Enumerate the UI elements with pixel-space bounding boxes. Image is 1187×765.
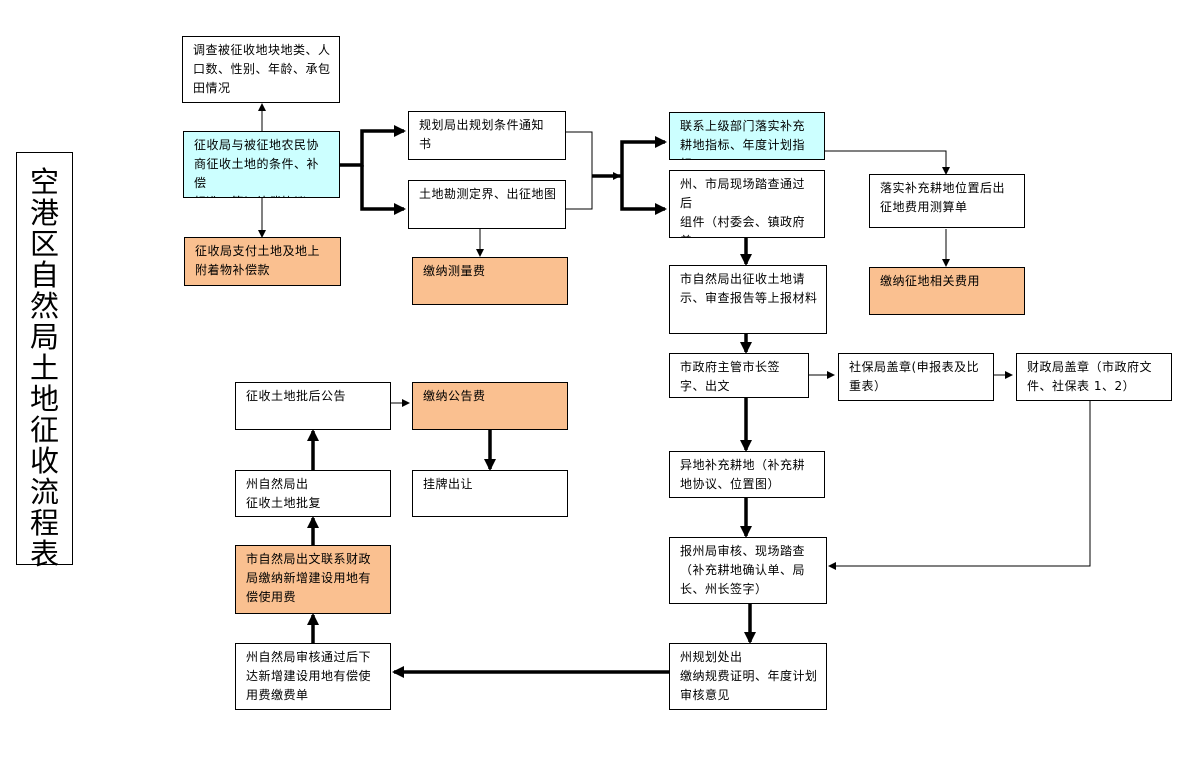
edge-n7-n9 [825,150,950,175]
node-prefecture-review: 报州局审核、现场踏查 （补充耕地确认单、局 长、州长签字） [669,537,827,604]
node-pay-compensation: 征收局支付土地及地上 附着物补偿款 [184,237,341,286]
node-survey-land: 调查被征收地块地类、人 口数、性别、年龄、承包 田情况 [182,36,340,103]
chart-title: 空港区自然局土地征收流程表 [29,165,59,571]
title-box: 空港区自然局土地征收流程表 [16,152,73,570]
node-listing-transfer: 挂牌出让 [412,470,568,517]
node-fee-notice: 州自然局审核通过后下 达新增建设用地有偿使 用费缴费单 [235,643,391,710]
edge-n5-n7b [566,176,593,210]
node-post-approval-notice: 征收土地批后公告 [235,382,391,430]
edge-n14-n16 [828,401,1091,570]
node-negotiate-agreement: 征收局与被征地农民协 商征收土地的条件、补偿 标准、签订补偿协议 [183,131,340,198]
node-approval-reply: 州自然局出 征收土地批复 [235,470,391,517]
node-notice-fee: 缴纳公告费 [412,382,568,430]
node-survey-map: 土地勘测定界、出征地图 [408,180,566,229]
node-finance-seal: 财政局盖章（市政府文 件、社保表 1、2） [1016,353,1172,401]
edge-n2-n5 [360,165,406,215]
edge-n4n5-n7 [620,136,667,176]
node-planning-notice: 规划局出规划条件通知 书 [408,111,566,160]
node-contact-superior: 联系上级部门落实补充 耕地指标、年度计划指标 [669,112,825,160]
edge-n4-n7 [566,131,621,180]
edge-n2-n4 [340,125,406,167]
node-submit-report: 市自然局出征收土地请 示、审查报告等上报材料 [669,265,827,334]
node-social-security-seal: 社保局盖章(申报表及比 重表） [838,353,994,401]
node-survey-fee: 缴纳测量费 [412,257,568,305]
node-offsite-farmland: 异地补充耕地（补充耕 地协议、位置图） [669,451,825,498]
node-planning-office: 州规划处出 缴纳规费证明、年度计划 审核意见 [669,643,827,710]
edge-n4n5-n8 [620,176,667,215]
node-pay-land-use-fee: 市自然局出文联系财政 局缴纳新增建设用地有 偿使用费 [235,545,391,614]
node-cost-estimate: 落实补充耕地位置后出 征地费用测算单 [869,174,1025,228]
node-pay-related-fees: 缴纳征地相关费用 [869,267,1025,315]
node-site-inspection: 州、市局现场踏查通过后 组件（村委会、镇政府盖 章材料） [669,170,825,238]
node-mayor-signature: 市政府主管市长签 字、出文 [669,353,809,398]
